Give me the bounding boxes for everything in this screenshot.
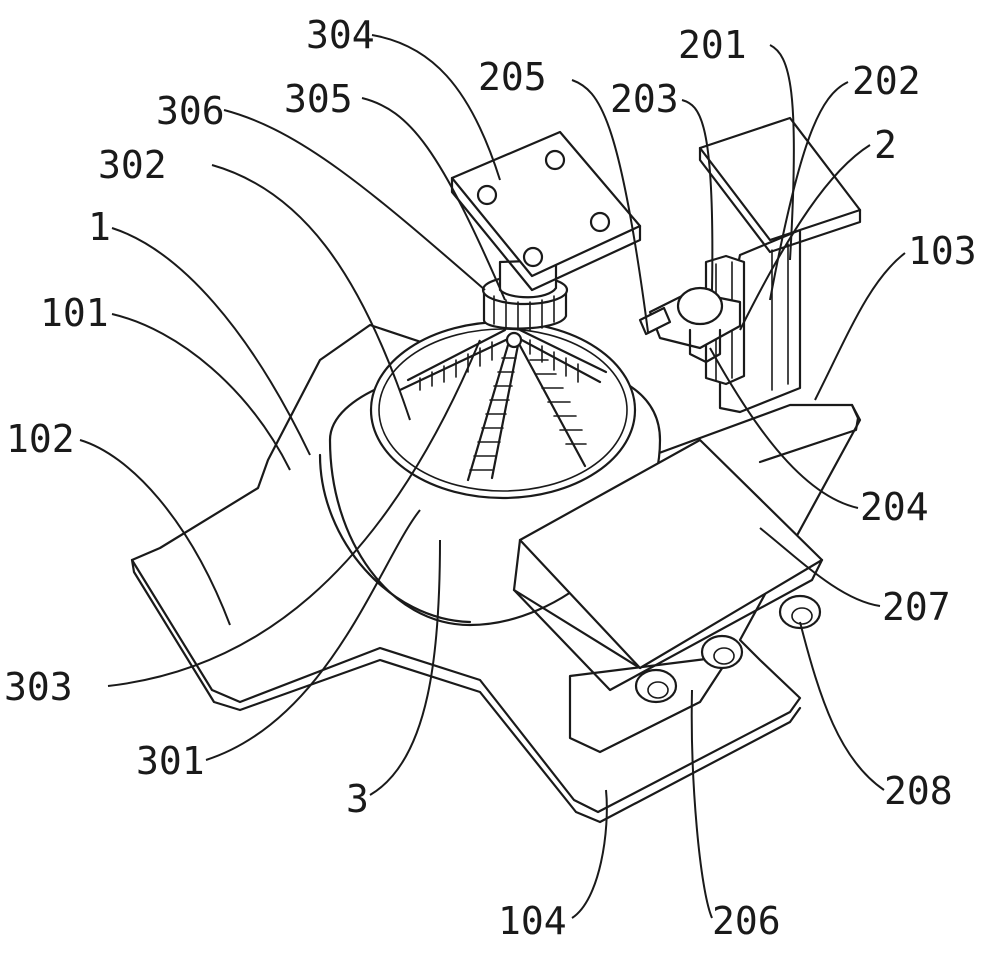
blade-comb <box>398 328 608 482</box>
leader-lines <box>79 34 906 919</box>
label-207: 207 <box>882 585 951 629</box>
control-box <box>512 438 824 754</box>
label-306: 306 <box>156 89 225 133</box>
label-201: 201 <box>678 23 747 67</box>
turntable <box>369 320 637 500</box>
label-301: 301 <box>136 739 205 783</box>
horizontal-actuator <box>638 286 742 364</box>
label-303: 303 <box>4 665 73 709</box>
label-1: 1 <box>88 205 111 249</box>
spindle <box>481 258 569 331</box>
label-203: 203 <box>610 77 679 121</box>
label-204: 204 <box>860 485 929 529</box>
mounting-plate <box>450 130 642 292</box>
label-202: 202 <box>852 59 921 103</box>
label-2: 2 <box>874 123 897 167</box>
label-304: 304 <box>306 13 375 57</box>
label-104: 104 <box>498 899 567 943</box>
label-101: 101 <box>40 291 109 335</box>
label-302: 302 <box>98 143 167 187</box>
label-305: 305 <box>284 77 353 121</box>
connector-left <box>634 668 678 704</box>
label-205: 205 <box>478 55 547 99</box>
label-206: 206 <box>712 899 781 943</box>
label-103: 103 <box>908 229 977 273</box>
label-102: 102 <box>6 417 75 461</box>
label-3: 3 <box>346 777 369 821</box>
connector-right <box>778 594 822 630</box>
reference-numerals: 304 205 201 202 305 203 306 2 302 1 103 … <box>4 13 977 943</box>
connector-middle <box>700 634 744 670</box>
right-column <box>698 116 862 414</box>
label-208: 208 <box>884 769 953 813</box>
